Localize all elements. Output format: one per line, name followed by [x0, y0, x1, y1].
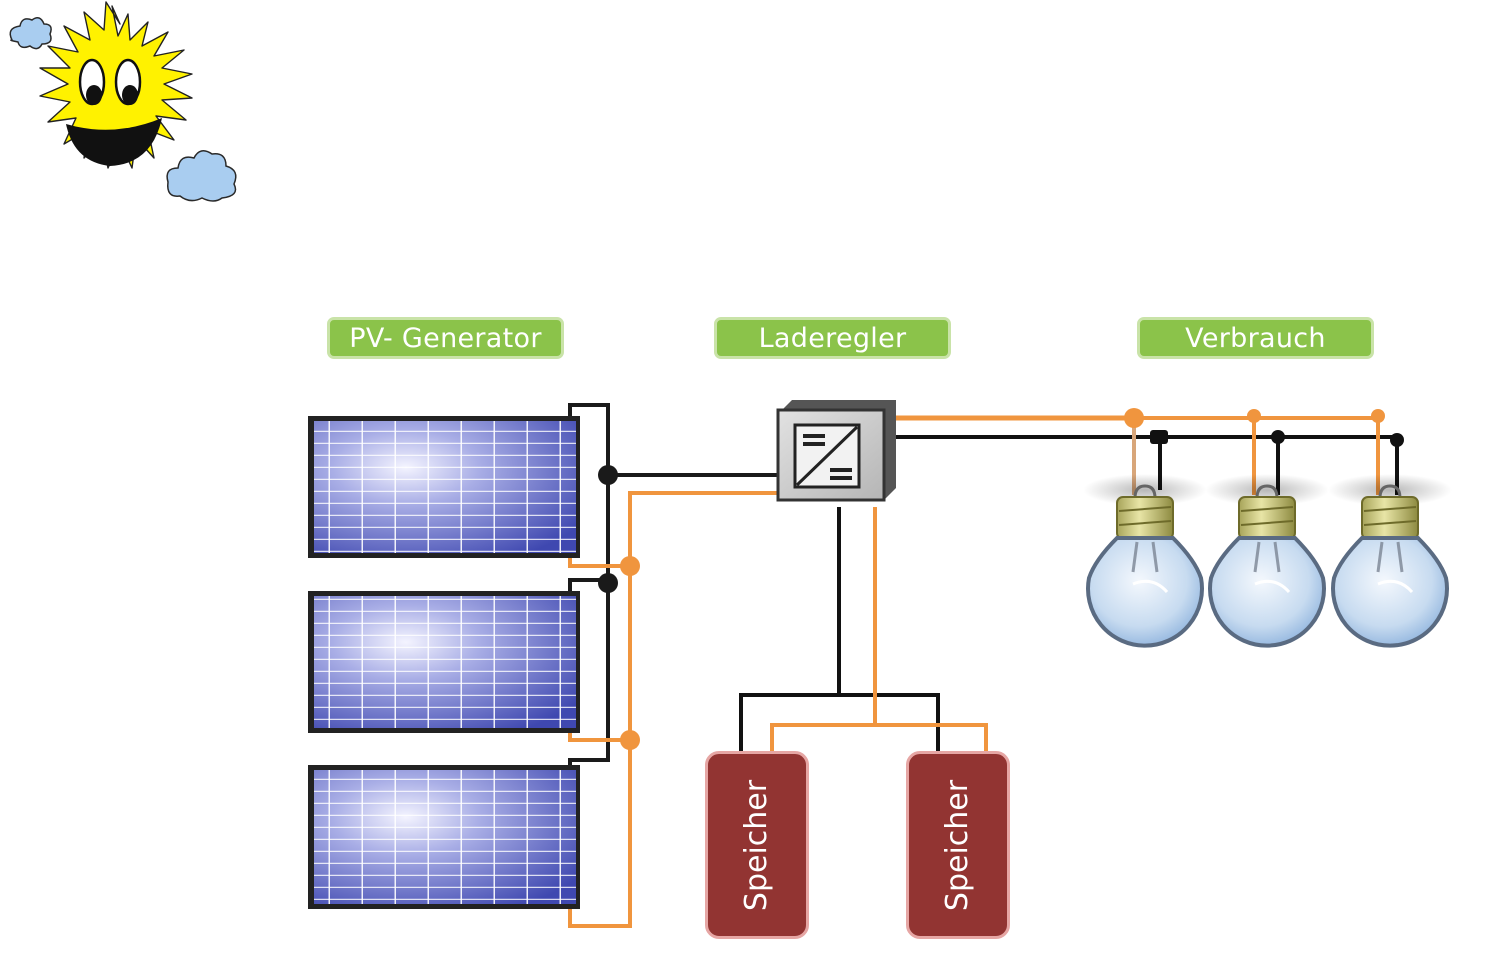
cloud-icon [166, 150, 237, 202]
solar-panel-3 [308, 765, 580, 909]
storage-battery-2: Speicher [906, 751, 1010, 939]
junction-dot [1271, 430, 1285, 444]
junction-dot [598, 573, 618, 593]
junction-dot [1371, 409, 1385, 423]
light-bulb-icon [1083, 474, 1207, 648]
pv-wiring-positive [568, 491, 778, 928]
light-bulb-icon [1205, 474, 1329, 648]
junction-dot [1390, 433, 1404, 447]
cloud-icon [9, 17, 52, 50]
junction-dot [1124, 408, 1144, 428]
sun-icon [9, 1, 237, 202]
light-bulb-icon [1328, 474, 1452, 648]
pv-generator-label: PV- Generator [327, 317, 564, 359]
junction-dot [1247, 409, 1261, 423]
junction-dot [620, 730, 640, 750]
junction-dot [620, 556, 640, 576]
charge-controller-icon [776, 400, 896, 502]
junction-dot [1150, 430, 1168, 444]
solar-panel-2 [308, 591, 580, 733]
sun-mouth [66, 118, 162, 166]
solar-panel-1 [308, 416, 580, 558]
storage-wiring [739, 507, 988, 752]
storage-battery-1: Speicher [705, 751, 809, 939]
charge-controller-label: Laderegler [714, 317, 951, 359]
storage-label: Speicher [940, 779, 976, 911]
consumption-label: Verbrauch [1137, 317, 1374, 359]
storage-label: Speicher [739, 779, 775, 911]
junction-dot [598, 465, 618, 485]
